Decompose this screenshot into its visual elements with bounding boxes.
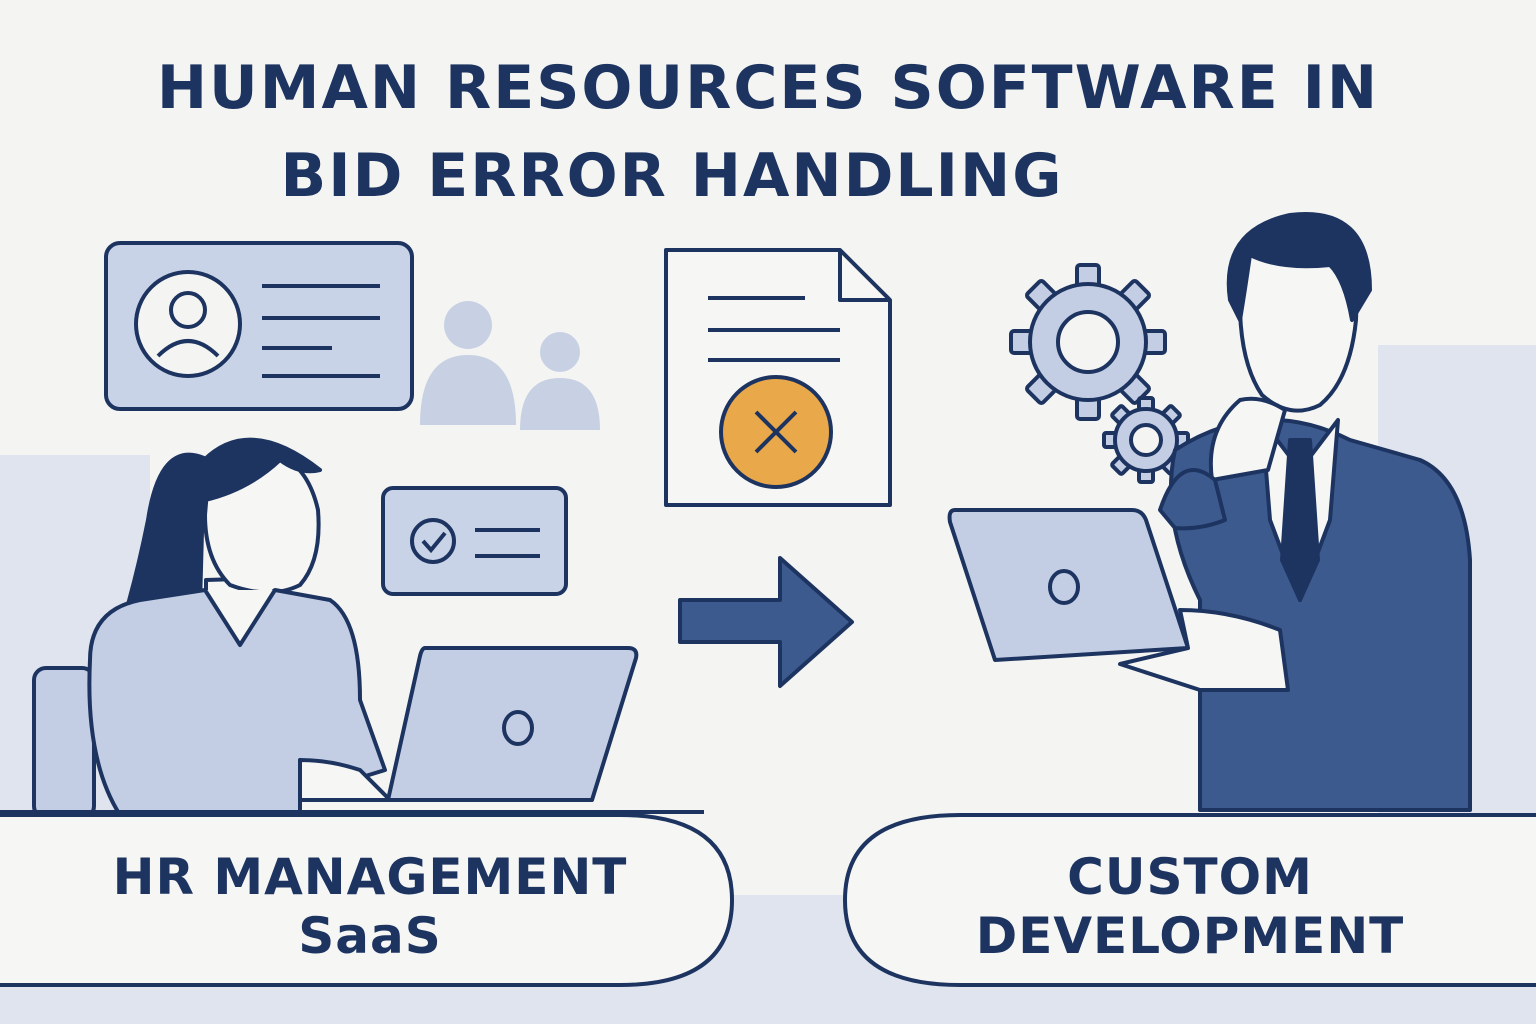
arrow-right-icon (678, 556, 854, 688)
people-silhouette-icon (420, 301, 600, 430)
right-label-line-1: CUSTOM (1067, 848, 1313, 906)
title-line-2: BID ERROR HANDLING (280, 141, 1064, 211)
title-line-1: HUMAN RESOURCES SOFTWARE IN (156, 53, 1380, 123)
right-label-pill (842, 813, 1536, 987)
profile-card-icon (104, 241, 414, 411)
man-figure (1158, 212, 1472, 812)
gears-icon (1009, 263, 1190, 484)
laptop-icon (386, 646, 639, 802)
custom-development-label: CUSTOM DEVELOPMENT (860, 848, 1520, 966)
hr-management-saas-label: HR MANAGEMENT SaaS (40, 848, 700, 966)
laptop-icon (947, 508, 1290, 692)
left-label-line-1: HR MANAGEMENT (112, 848, 628, 906)
left-label-pill (0, 813, 735, 987)
woman-figure (32, 437, 392, 820)
right-label-line-2: DEVELOPMENT (975, 907, 1405, 965)
left-label-line-2: SaaS (298, 907, 442, 965)
check-card-icon (381, 486, 568, 596)
document-error-icon (664, 248, 892, 507)
